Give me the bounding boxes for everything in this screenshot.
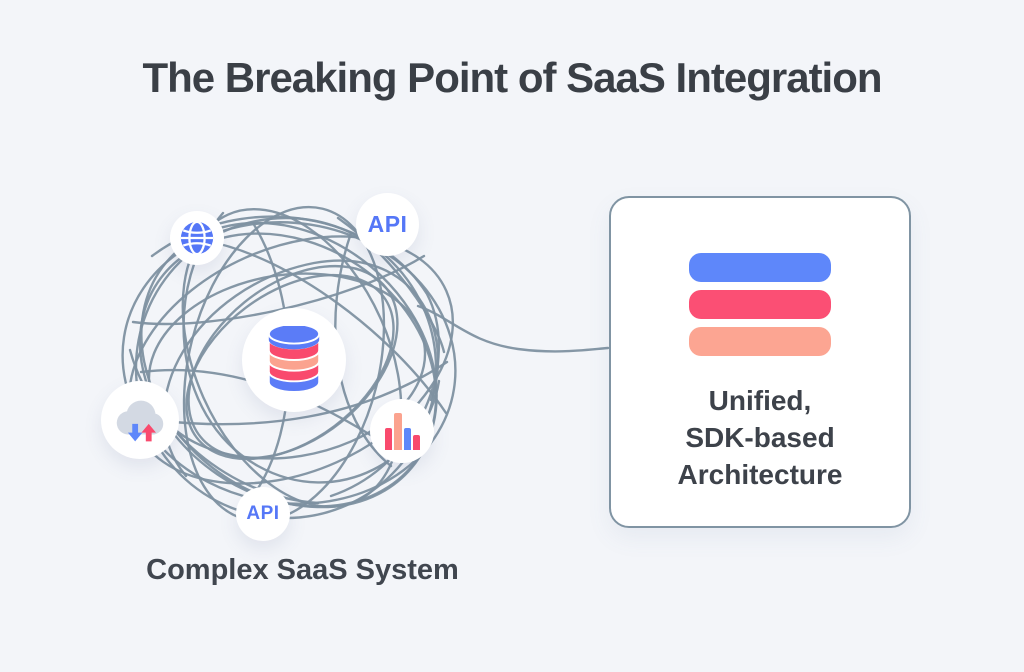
page-title: The Breaking Point of SaaS Integration [142, 54, 882, 101]
api-badge-bottom: API [236, 487, 290, 541]
download-arrow-icon [127, 423, 143, 442]
chart-bar [384, 427, 392, 450]
unified-architecture-card: Unified, SDK-based Architecture [609, 196, 911, 528]
complex-system-label: Complex SaaS System [146, 554, 459, 586]
database-icon [267, 326, 321, 393]
cloud-sync-node [101, 381, 179, 459]
api-badge-top: API [356, 193, 419, 256]
card-caption-line: Architecture [677, 459, 843, 490]
globe-node [170, 211, 224, 265]
database-node [242, 308, 346, 412]
chart-bar [403, 427, 411, 450]
api-label: API [367, 211, 408, 237]
globe-icon [180, 220, 214, 256]
chart-bar [393, 412, 402, 450]
stack-bar-pink [689, 290, 831, 319]
upload-arrow-icon [141, 423, 156, 442]
stack-bar-salmon [689, 327, 831, 356]
card-caption-line: Unified, [708, 385, 812, 416]
stack-bar-blue [689, 253, 831, 282]
chart-bar [412, 434, 420, 450]
cloud-sync-icon [116, 400, 164, 442]
bar-chart-node [370, 399, 434, 463]
connector-line [416, 304, 610, 353]
api-label: API [246, 503, 280, 524]
card-caption: Unified, SDK-based Architecture [611, 382, 909, 493]
sdk-stack-icon [689, 253, 831, 356]
card-caption-line: SDK-based [685, 422, 835, 453]
bar-chart-icon [384, 412, 420, 450]
